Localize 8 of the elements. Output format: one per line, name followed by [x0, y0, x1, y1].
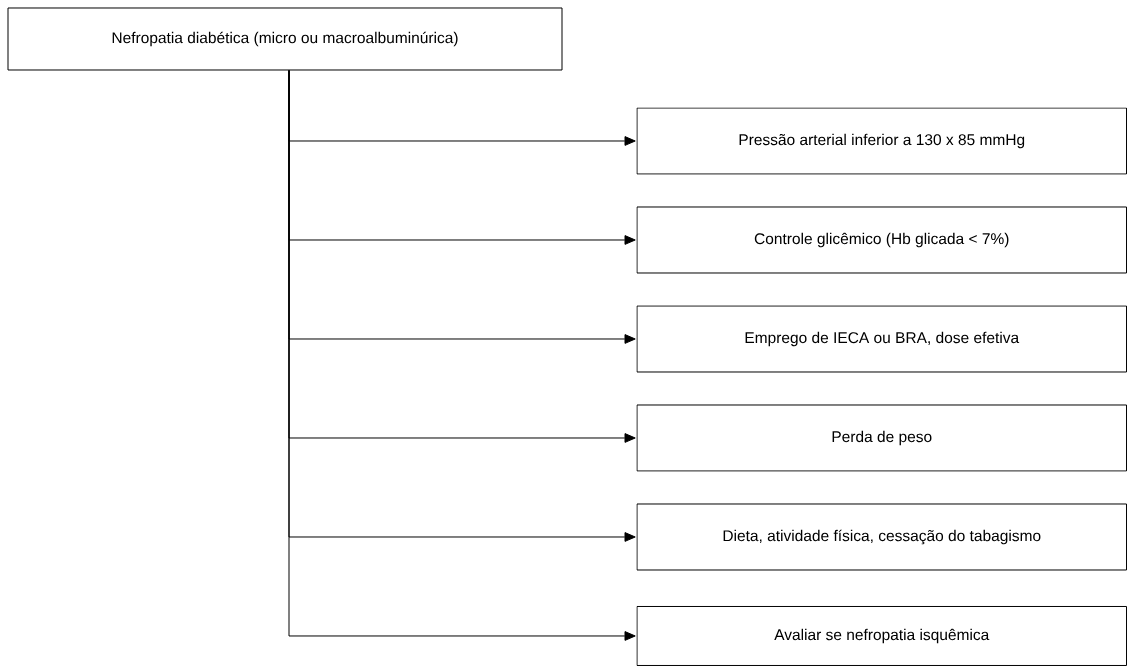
process-box: Controle glicêmico (Hb glicada < 7%) [636, 206, 1127, 274]
process-box: Avaliar se nefropatia isquêmica [636, 606, 1127, 666]
process-box: Nefropatia diabética (micro ou macroalbuminúrica) [7, 7, 563, 71]
arrow [288, 70, 636, 641]
process-box: Dieta, atividade física, cessação do tabagismo [636, 503, 1127, 571]
process-box: Pressão arterial inferior a 130 x 85 mmHg [636, 107, 1127, 175]
process-box: Emprego de IECA ou BRA, dose efetiva [636, 305, 1127, 373]
process-box: Perda de peso [636, 404, 1127, 472]
